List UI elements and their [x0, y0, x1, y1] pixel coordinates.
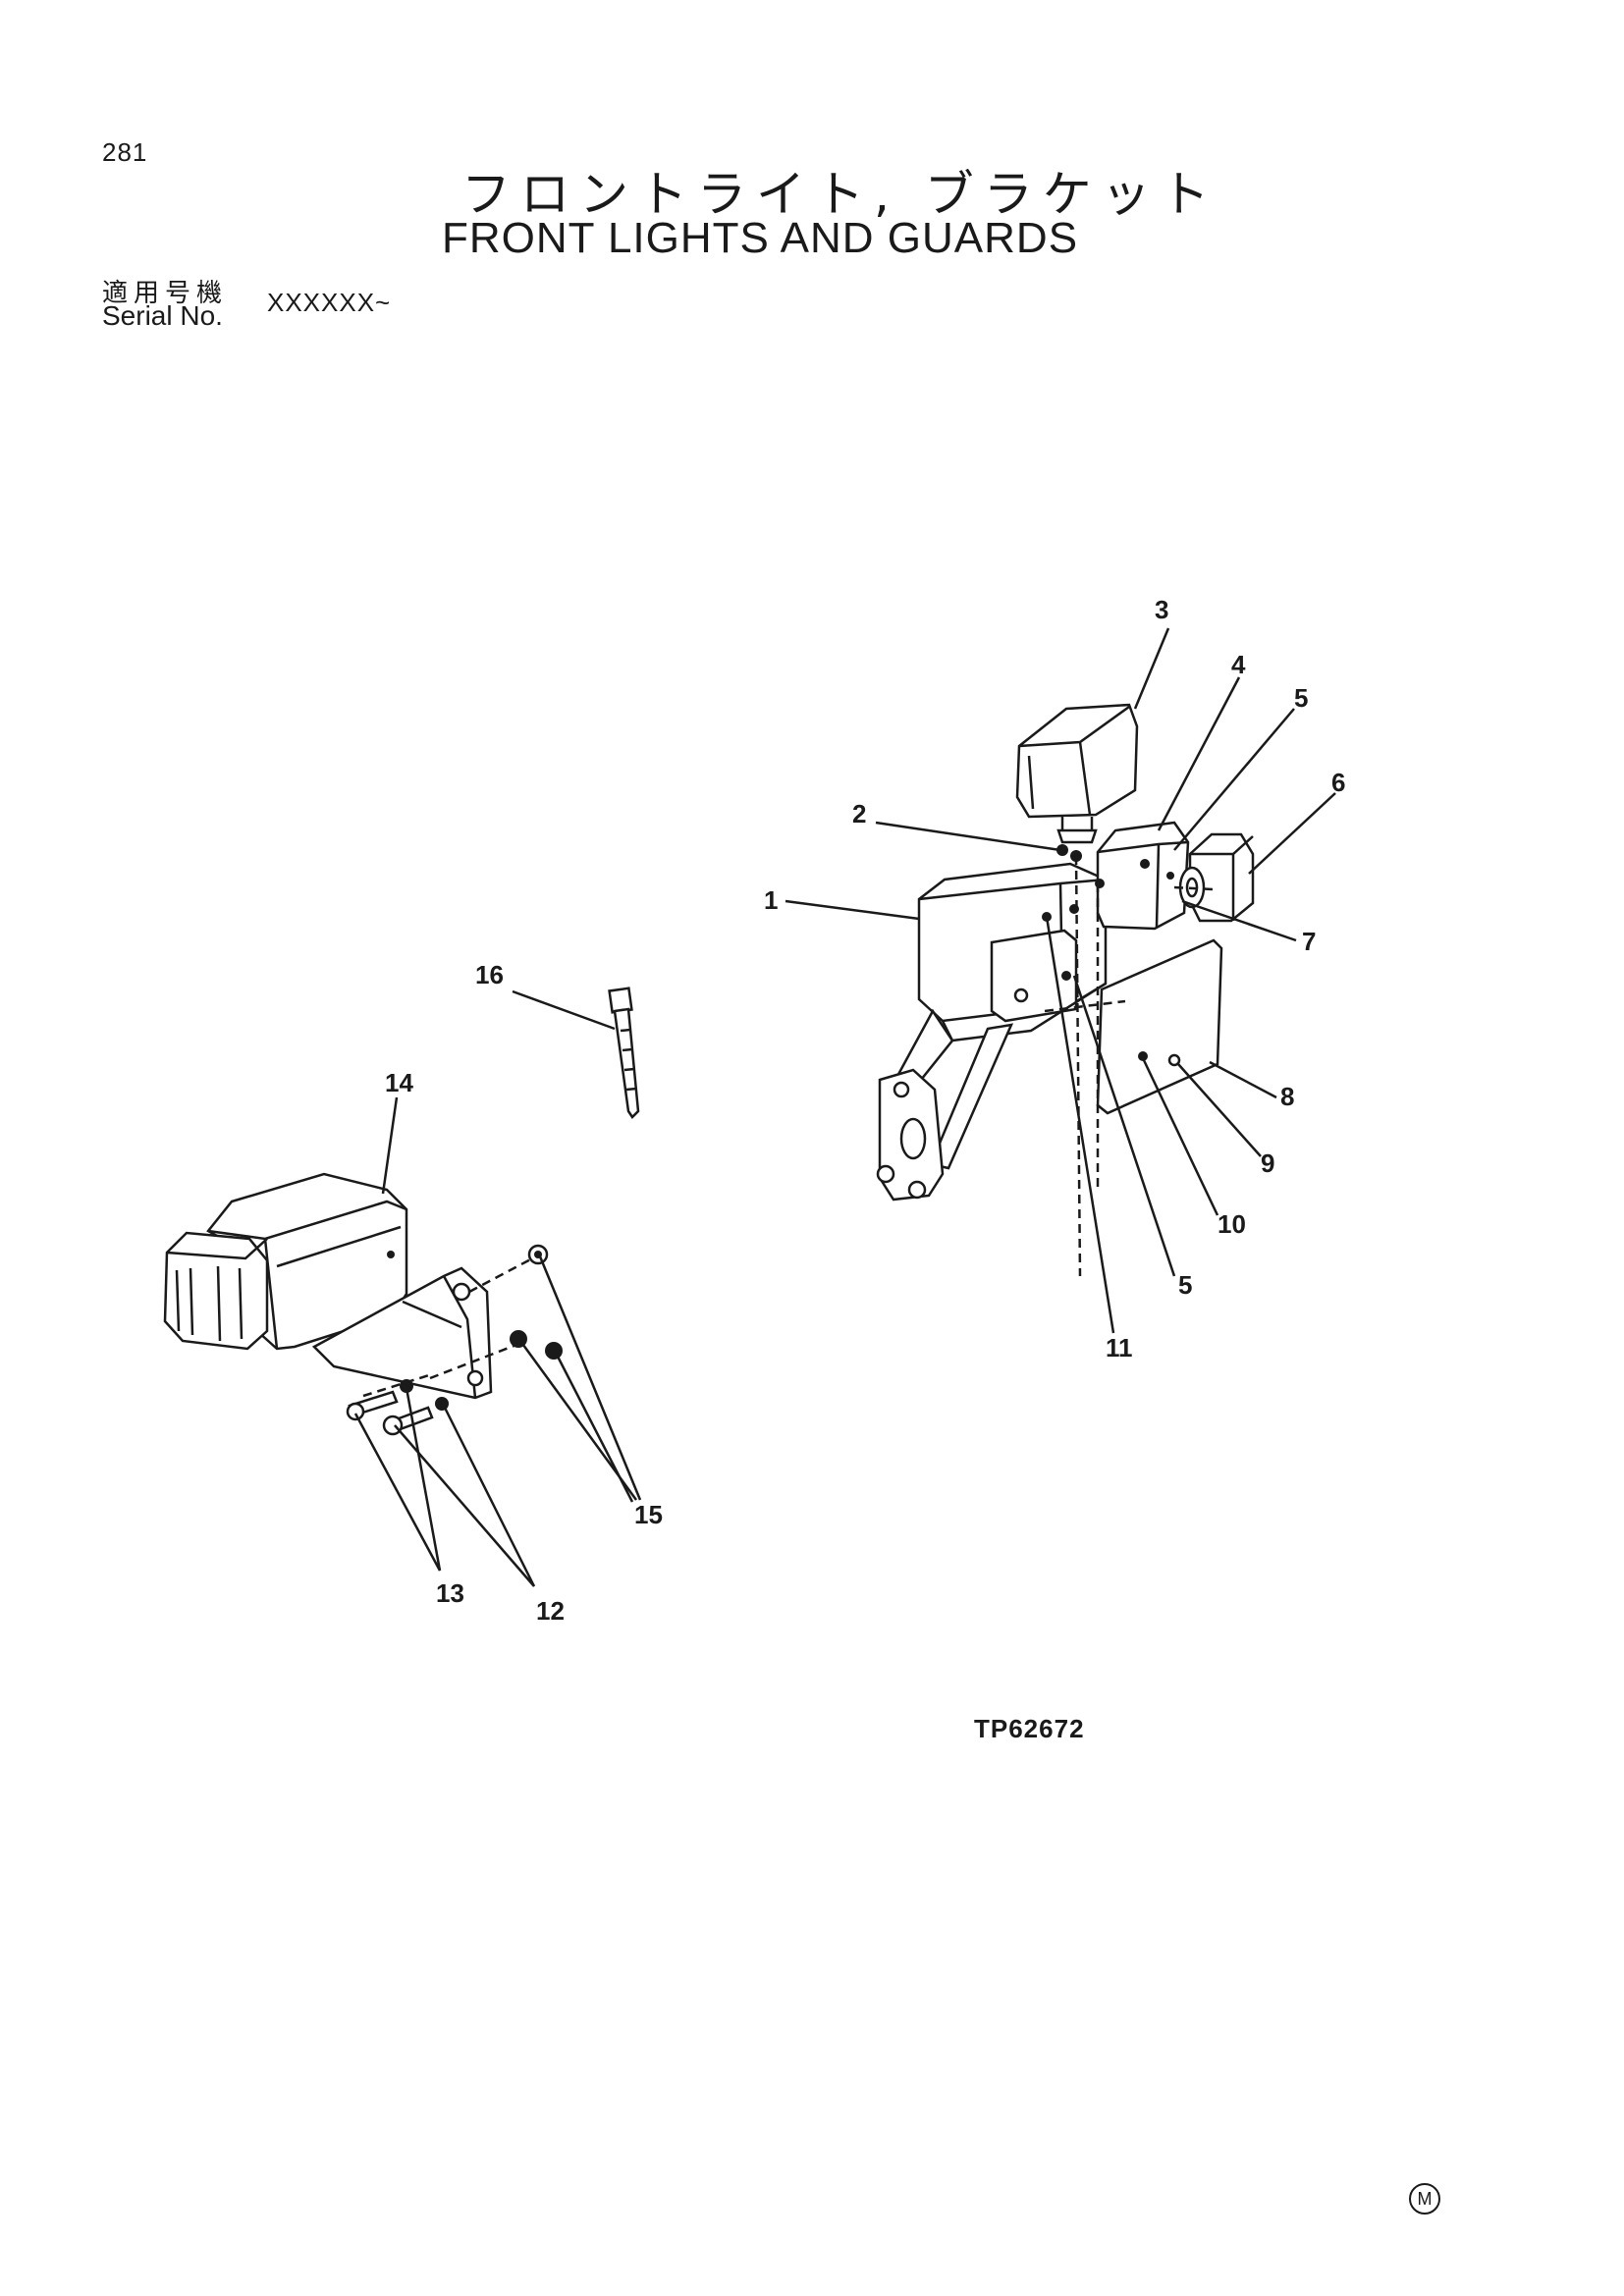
part-6-marker-lamp	[1178, 832, 1255, 923]
left-light-assembly	[163, 1172, 563, 1436]
serial-value: XXXXXX~	[267, 288, 392, 317]
left-mounting-bracket	[311, 1266, 493, 1400]
part-4-lamp-housing	[1096, 821, 1190, 931]
page-title-japanese: フロントライト, ブラケット	[461, 166, 1219, 223]
part-16-cable-tie	[608, 987, 640, 1119]
part-3-work-lamp	[1015, 703, 1139, 844]
callout-16: 16	[475, 960, 504, 989]
page-title-english: FRONT LIGHTS AND GUARDS	[442, 214, 1079, 262]
callout-14: 14	[385, 1068, 413, 1097]
part-14-side-lamp-with-guard	[163, 1172, 408, 1351]
right-hardware	[1013, 844, 1174, 1003]
part-8-cover-plate	[1096, 938, 1223, 1115]
callout-6: 6	[1331, 768, 1345, 797]
callout-12: 12	[536, 1596, 565, 1626]
footer-circled-mark: M	[1409, 2183, 1440, 2215]
left-dashed-lines	[362, 1255, 537, 1398]
right-dashed-lines	[1044, 855, 1215, 1277]
callout-7: 7	[1302, 927, 1316, 956]
callout-11: 11	[1106, 1333, 1133, 1362]
part-15-nuts	[510, 1244, 563, 1360]
callout-13: 13	[436, 1578, 464, 1608]
callout-5-lower: 5	[1178, 1270, 1192, 1300]
callout-9: 9	[1261, 1148, 1274, 1178]
callout-5-upper: 5	[1294, 683, 1308, 713]
callout-4: 4	[1231, 650, 1246, 679]
right-light-assembly	[876, 703, 1255, 1277]
callout-8: 8	[1280, 1082, 1294, 1111]
serial-label-japanese: 適用号機	[102, 279, 229, 308]
part-1-guard	[917, 862, 1108, 1042]
page-number: 281	[102, 137, 148, 167]
figure-code: TP62672	[974, 1714, 1085, 1743]
leader-lines	[353, 627, 1336, 1587]
callout-15: 15	[634, 1500, 663, 1529]
callout-1: 1	[764, 885, 778, 915]
callout-10: 10	[1218, 1209, 1246, 1239]
callout-2: 2	[852, 799, 866, 828]
right-bracket-arm	[876, 1008, 1014, 1201]
callout-3: 3	[1155, 595, 1168, 624]
serial-label-english: Serial No.	[102, 300, 223, 331]
